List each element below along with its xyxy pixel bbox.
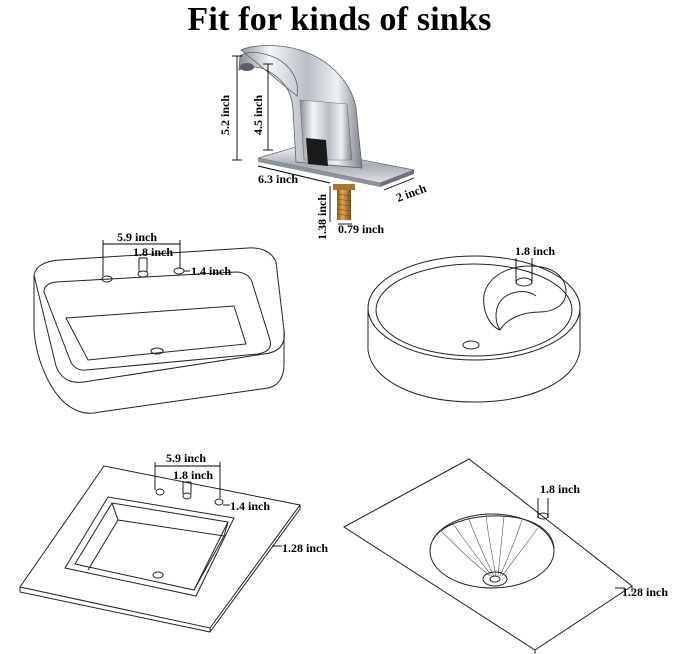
square-countertop-sink — [19, 462, 301, 633]
rect-sink-hole-gap-label: 1.8 inch — [133, 245, 173, 259]
rect-sink-hole-diameter-label: 1.4 inch — [191, 264, 231, 278]
square-sink-hole-diameter-label: 1.4 inch — [230, 499, 270, 513]
plate-width-label: 2 inch — [394, 181, 428, 205]
shank-length-label: 1.38 inch — [315, 194, 329, 240]
rect-sink-spread-label: 5.9 inch — [117, 230, 157, 244]
shank-diameter-label: 0.79 inch — [338, 222, 384, 236]
faucet-dimensions — [232, 55, 415, 225]
faucet-spout-height-label: 4.5 inch — [251, 95, 265, 135]
faucet-height-label: 5.2 inch — [218, 95, 232, 135]
round-sink-hole-diameter-label: 1.8 inch — [515, 244, 555, 258]
faucet-image — [238, 45, 416, 220]
square-sink-hole-gap-label: 1.8 inch — [173, 468, 213, 482]
oval-countertop-sink — [343, 458, 633, 654]
plate-length-label: 6.3 inch — [258, 172, 298, 186]
oval-sink-hole-diameter-label: 1.8 inch — [540, 482, 580, 496]
round-vessel-sink — [367, 255, 581, 403]
oval-sink-thickness-label: 1.28 inch — [622, 585, 668, 599]
rect-vessel-sink — [33, 240, 285, 414]
square-sink-thickness-label: 1.28 inch — [282, 541, 328, 555]
square-sink-spread-label: 5.9 inch — [166, 451, 206, 465]
page-title: Fit for kinds of sinks — [187, 1, 492, 38]
